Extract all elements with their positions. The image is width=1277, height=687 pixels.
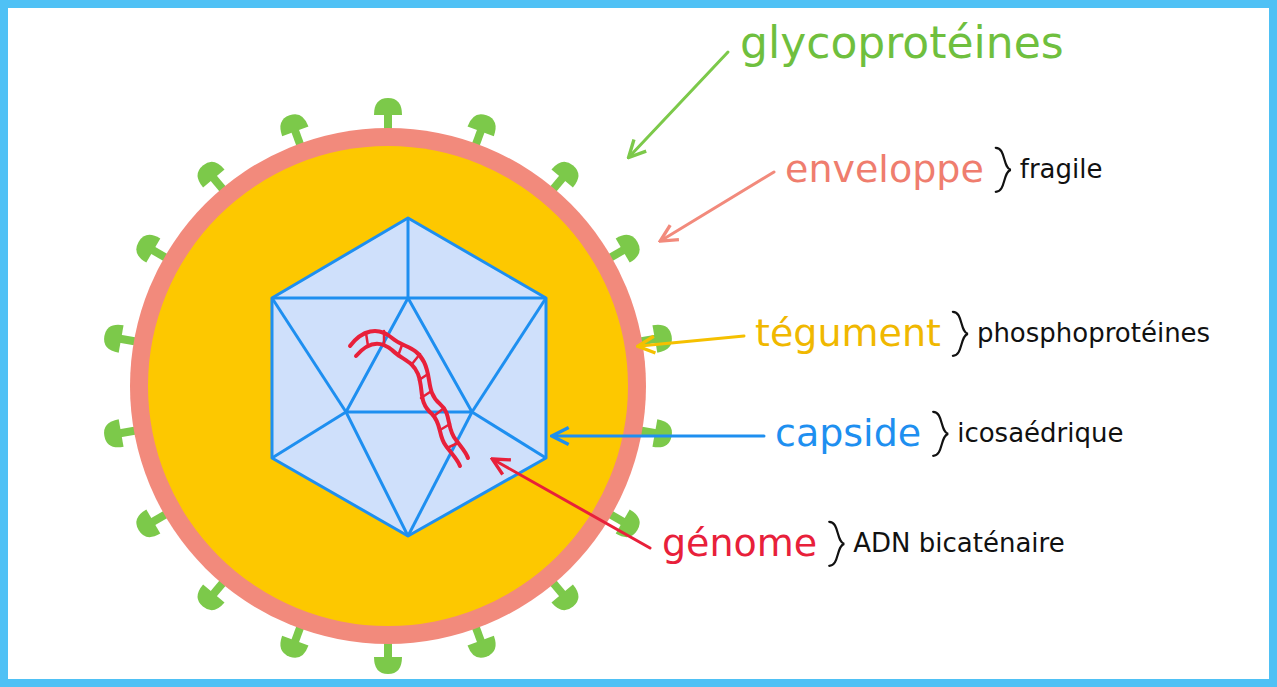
part-label: glycoprotéines [740,18,1064,69]
dna-rung [447,443,458,448]
icosahedral-capsid [272,218,546,536]
curly-bracket [953,312,968,356]
part-label: tégument [755,312,941,356]
part-label: enveloppe [785,148,984,192]
annotation-text: ADN bicaténaire [853,529,1064,559]
leader-arrow [554,435,764,438]
leader-arrow [630,52,728,156]
capsid-outline [272,218,546,536]
capsid-edge [408,412,472,536]
part-label: génome [662,522,817,566]
dna-strand [356,344,460,466]
capsid-edge [407,218,410,298]
dna-rung [440,424,450,430]
annotation-text: phosphoprotéines [977,319,1210,349]
dna-rung [383,331,386,345]
curly-bracket [829,522,844,566]
capsid-face [346,298,472,412]
capsid-edge [472,412,546,458]
annotation-text: icosaédrique [957,419,1123,449]
dna-genome [350,331,468,466]
capsid-edge [272,298,346,412]
capsid-edge [272,412,346,458]
glycoproteins [102,98,674,674]
brackets [829,148,1011,566]
leader-arrow [662,172,774,240]
glycoprotein-spike [374,98,402,130]
envelope [130,128,646,644]
annotation-text: fragile [1020,155,1103,185]
dna-strand [350,331,468,458]
dna-rung [398,345,402,356]
curly-bracket [996,148,1011,192]
part-label: capside [775,412,921,456]
tegument [148,146,628,626]
dna-rung [434,408,444,416]
dna-rung [419,374,428,380]
leader-arrows [494,52,774,548]
curly-bracket [933,412,948,456]
glycoprotein-spike [374,642,402,674]
leader-arrow [494,460,650,548]
dna-rung [366,333,368,346]
capsid-edge [346,412,408,536]
leader-arrow [640,336,744,346]
dna-rung [412,354,420,364]
capsid-edge [472,298,546,412]
dna-rung [421,392,430,398]
page-frame [4,4,1273,683]
